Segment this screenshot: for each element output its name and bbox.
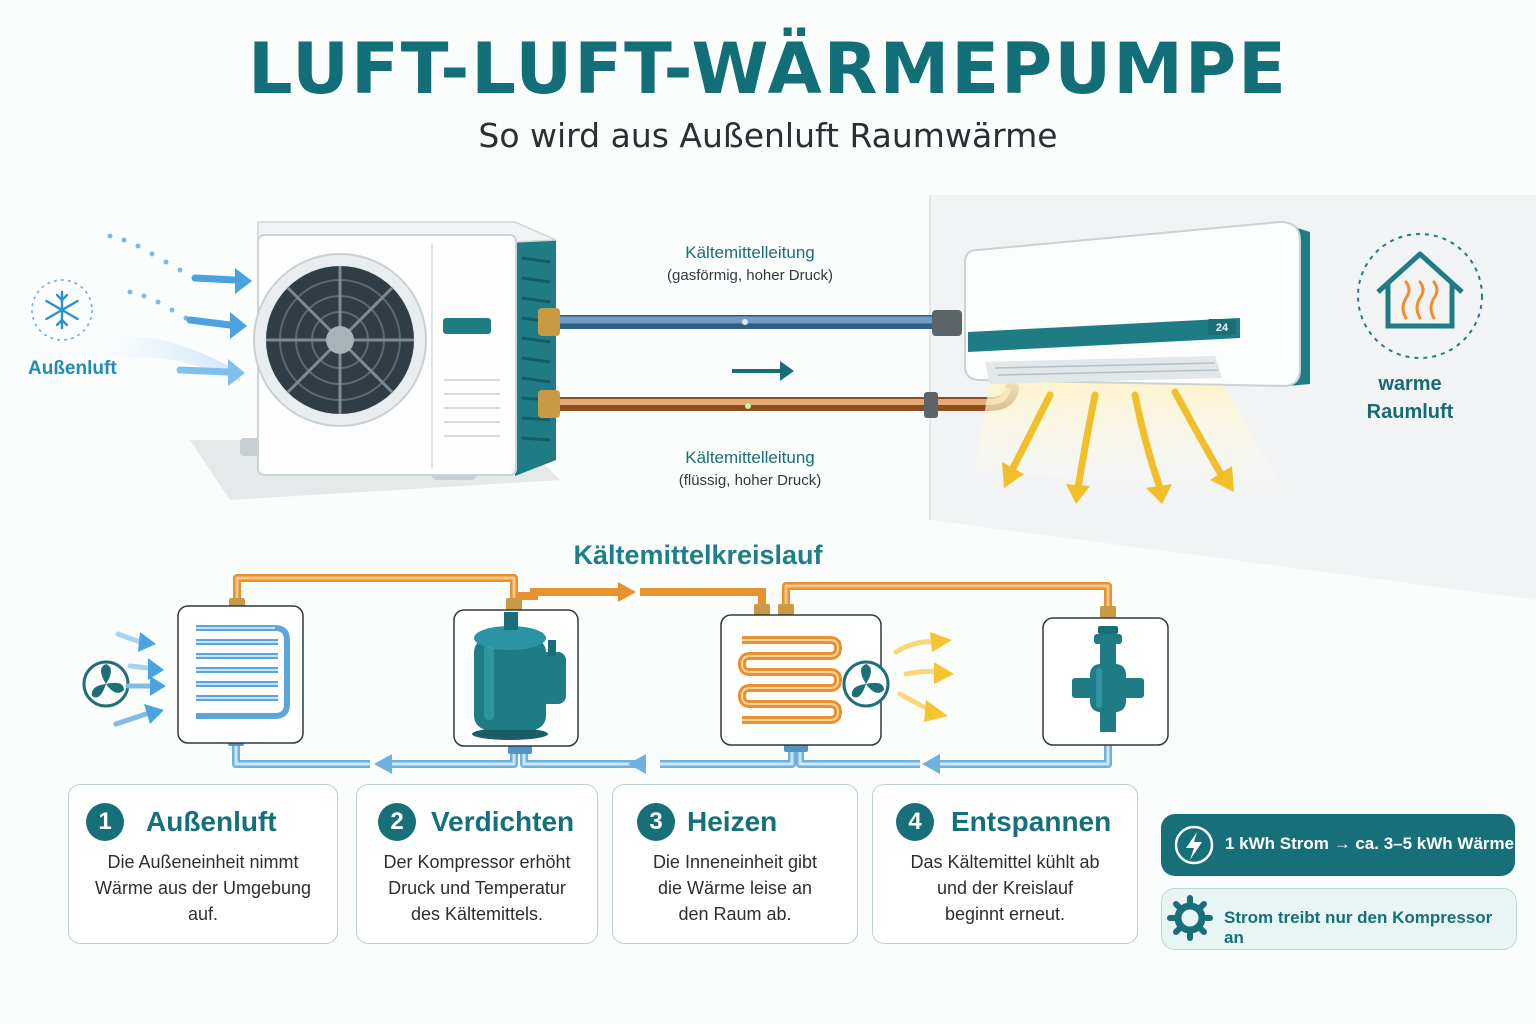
warm-air-label-line1: warme: [1378, 373, 1442, 395]
step-description-line: beginnt erneut.: [944, 904, 1066, 924]
step-number: 2: [378, 803, 416, 841]
efficiency-info-text: 1 kWh Strom → ca. 3–5 kWh Wärme: [1225, 834, 1515, 853]
step-description-line: Druck und Temperatur: [388, 878, 566, 898]
indoor-unit: 24: [964, 220, 1310, 388]
info-icons-overlay: [1167, 825, 1214, 941]
step-description: Das Kältemittel kühlt ab und der Kreisla…: [883, 849, 1127, 927]
page-title: LUFT-LUFT-WÄRMEPUMPE: [248, 28, 1288, 110]
house-heat-icon: [1357, 233, 1483, 359]
compressor-info-text: Strom treibt nur den Kompressor an: [1224, 908, 1493, 947]
step-description: Der Kompressor erhöht Druck und Temperat…: [367, 849, 587, 927]
warm-air-stream: [975, 380, 1290, 504]
compressor-box: [453, 609, 579, 747]
step-card-4: 4 Entspannen Das Kältemittel kühlt ab un…: [872, 784, 1138, 944]
step-title: Verdichten: [431, 806, 575, 837]
gas-line-label: Kältemittelleitung (gasförmig, hoher Dru…: [620, 243, 880, 284]
lightning-icon: [1174, 825, 1214, 865]
step-description-line: des Kältemittels.: [410, 904, 544, 924]
step-title: Heizen: [687, 806, 778, 837]
refrigerant-circuit: [228, 574, 1116, 774]
step-description: Die Inneneinheit gibt die Wärme leise an…: [623, 849, 847, 927]
step-card-2: 2 Verdichten Der Kompressor erhöht Druck…: [356, 784, 598, 944]
step-description-line: und der Kreislauf: [936, 878, 1074, 898]
step-description-line: Die Außeneinheit nimmt: [107, 852, 299, 872]
indoor-display: 24: [1216, 322, 1229, 334]
page-subtitle: So wird aus Außenluft Raumwärme: [478, 116, 1058, 155]
step-description-line: Der Kompressor erhöht: [383, 852, 571, 872]
gas-refrigerant-line: [538, 308, 962, 336]
snowflake-icon: [31, 279, 93, 341]
warm-air-label: warme Raumluft: [1360, 370, 1460, 426]
condenser-box: [720, 614, 890, 746]
gas-line-detail: (gasförmig, hoher Druck): [667, 267, 833, 284]
step-title: Außenluft: [146, 806, 277, 837]
step-number: 1: [86, 803, 124, 841]
circuit-title: Kältemittelkreislauf: [573, 540, 823, 570]
liquid-line-title: Kältemittelleitung: [685, 448, 815, 467]
liquid-line-detail: (flüssig, hoher Druck): [678, 472, 822, 489]
step-card-1: 1 Außenluft Die Außeneinheit nimmt Wärme…: [68, 784, 338, 944]
gear-icon: [1167, 895, 1213, 941]
gas-line-title: Kältemittelleitung: [685, 243, 815, 262]
warm-air-arrows: [893, 632, 954, 722]
step-description-line: den Raum ab.: [678, 904, 792, 924]
step-description-line: Das Kältemittel kühlt ab: [910, 852, 1100, 872]
step-description-line: Die Inneneinheit gibt: [652, 852, 818, 872]
step-title: Entspannen: [951, 806, 1112, 837]
evaporator-box: [177, 605, 304, 744]
outside-air-label: Außenluft: [28, 358, 117, 379]
step-number: 4: [896, 803, 934, 841]
step-number: 3: [637, 803, 675, 841]
step-description: Die Außeneinheit nimmt Wärme aus der Umg…: [79, 849, 327, 927]
outside-air-stream: [100, 233, 252, 386]
compressor-info-box: Strom treibt nur den Kompressor an: [1161, 888, 1517, 950]
flow-direction-arrow: [732, 361, 794, 381]
efficiency-info-box: 1 kWh Strom → ca. 3–5 kWh Wärme: [1161, 814, 1515, 876]
step-description-line: die Wärme leise an: [657, 878, 813, 898]
expansion-valve-box: [1042, 617, 1169, 746]
step-card-3: 3 Heizen Die Inneneinheit gibt die Wärme…: [612, 784, 858, 944]
fan-icon: [82, 660, 130, 708]
outdoor-unit: [190, 221, 560, 500]
warm-air-label-line2: Raumluft: [1366, 401, 1454, 423]
liquid-line-label: Kältemittelleitung (flüssig, hoher Druck…: [620, 448, 880, 489]
cold-air-arrows: [113, 631, 166, 727]
step-description-line: Wärme aus der Umgebung auf.: [94, 878, 312, 924]
